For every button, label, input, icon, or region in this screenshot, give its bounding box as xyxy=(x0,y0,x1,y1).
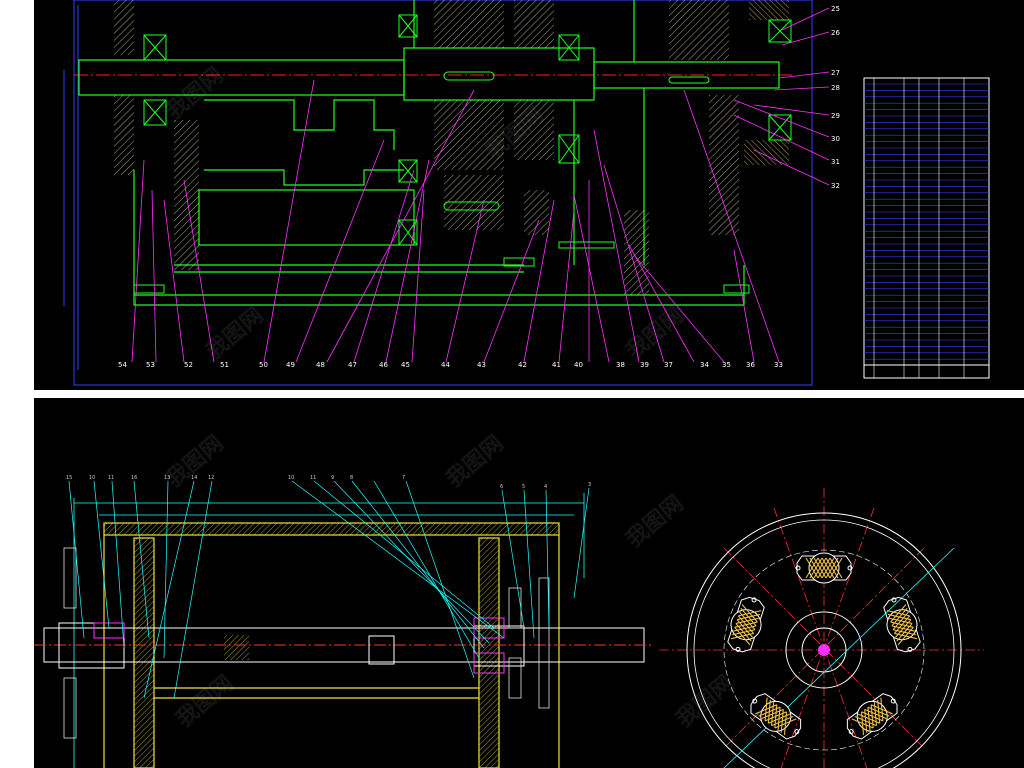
callout-49: 49 xyxy=(286,361,295,369)
callout-3: 3 xyxy=(588,482,591,488)
callout-53: 53 xyxy=(146,361,155,369)
callout-11b: 11 xyxy=(310,475,316,481)
roller-drum-svg: 15 10 11 16 13 14 12 10 11 9 8 7 6 5 4 3 xyxy=(34,398,1024,768)
callout-15: 15 xyxy=(66,475,72,481)
callout-48: 48 xyxy=(316,361,325,369)
drum-hatching xyxy=(104,523,559,768)
keyways xyxy=(443,71,710,211)
callout-51: 51 xyxy=(220,361,229,369)
callout-25: 25 xyxy=(831,5,840,13)
callout-33: 33 xyxy=(774,361,783,369)
hatched-sections xyxy=(114,0,789,295)
callout-13: 13 xyxy=(164,475,170,481)
wheel-hub xyxy=(785,611,863,689)
wheel-pad xyxy=(727,596,765,653)
bottom-callouts: 15 10 11 16 13 14 12 10 11 9 8 7 6 5 4 3 xyxy=(66,475,591,490)
callout-54: 54 xyxy=(118,361,127,369)
callout-40: 40 xyxy=(574,361,583,369)
callout-32: 32 xyxy=(831,182,840,190)
callout-27: 27 xyxy=(831,69,840,77)
callout-16: 16 xyxy=(131,475,137,481)
dimension-lines xyxy=(73,493,585,768)
callout-34: 34 xyxy=(700,361,709,369)
callout-26: 26 xyxy=(831,29,840,37)
callout-30: 30 xyxy=(831,135,840,143)
callout-7: 7 xyxy=(402,475,405,481)
callout-10b: 10 xyxy=(288,475,294,481)
callout-4: 4 xyxy=(544,484,547,490)
drawing-border xyxy=(73,0,813,386)
wheel-outer-rim xyxy=(686,512,962,768)
callout-39: 39 xyxy=(640,361,649,369)
drum-shaft xyxy=(34,622,654,669)
callout-36: 36 xyxy=(746,361,755,369)
bearings xyxy=(143,14,792,246)
housing-outline xyxy=(78,0,780,306)
callout-29: 29 xyxy=(831,112,840,120)
bottom-leader-lines xyxy=(68,480,590,699)
callout-9: 9 xyxy=(331,475,334,481)
callout-46: 46 xyxy=(379,361,388,369)
wheel-pad xyxy=(846,693,898,740)
wheel-pad xyxy=(750,693,802,740)
callout-5: 5 xyxy=(522,484,525,490)
callout-35: 35 xyxy=(722,361,731,369)
parts-list-table xyxy=(863,77,990,379)
wheel-pads xyxy=(727,552,921,740)
callout-41: 41 xyxy=(552,361,561,369)
hub-flanges xyxy=(93,617,505,674)
callouts-right: 25 26 27 28 29 30 31 32 xyxy=(831,5,840,190)
drum-end-view xyxy=(659,488,984,768)
callout-8: 8 xyxy=(350,475,353,481)
callouts-bottom: 54 53 52 51 50 49 48 47 46 45 44 43 42 4… xyxy=(118,361,783,369)
gearbox-drawing-svg: 54 53 52 51 50 49 48 47 46 45 44 43 42 4… xyxy=(34,0,1024,390)
callout-11: 11 xyxy=(108,475,114,481)
callout-14: 14 xyxy=(191,475,197,481)
callout-37: 37 xyxy=(664,361,673,369)
leader-lines xyxy=(131,7,830,363)
gearbox-assembly-drawing: 54 53 52 51 50 49 48 47 46 45 44 43 42 4… xyxy=(34,0,1024,390)
callout-45: 45 xyxy=(401,361,410,369)
wheel-pad xyxy=(883,596,921,653)
callout-44: 44 xyxy=(441,361,450,369)
callout-6: 6 xyxy=(500,484,503,490)
wheel-pad xyxy=(795,552,853,584)
callout-43: 43 xyxy=(477,361,486,369)
callout-38: 38 xyxy=(616,361,625,369)
wheel-inner-rim xyxy=(693,519,955,768)
callout-50: 50 xyxy=(259,361,268,369)
callout-28: 28 xyxy=(831,84,840,92)
bolts xyxy=(133,241,750,294)
roller-drum-drawing: 15 10 11 16 13 14 12 10 11 9 8 7 6 5 4 3 xyxy=(34,398,1024,768)
callout-52: 52 xyxy=(184,361,193,369)
callout-42: 42 xyxy=(518,361,527,369)
callout-47: 47 xyxy=(348,361,357,369)
callout-10: 10 xyxy=(89,475,95,481)
callout-12: 12 xyxy=(208,475,214,481)
callout-31: 31 xyxy=(831,158,840,166)
